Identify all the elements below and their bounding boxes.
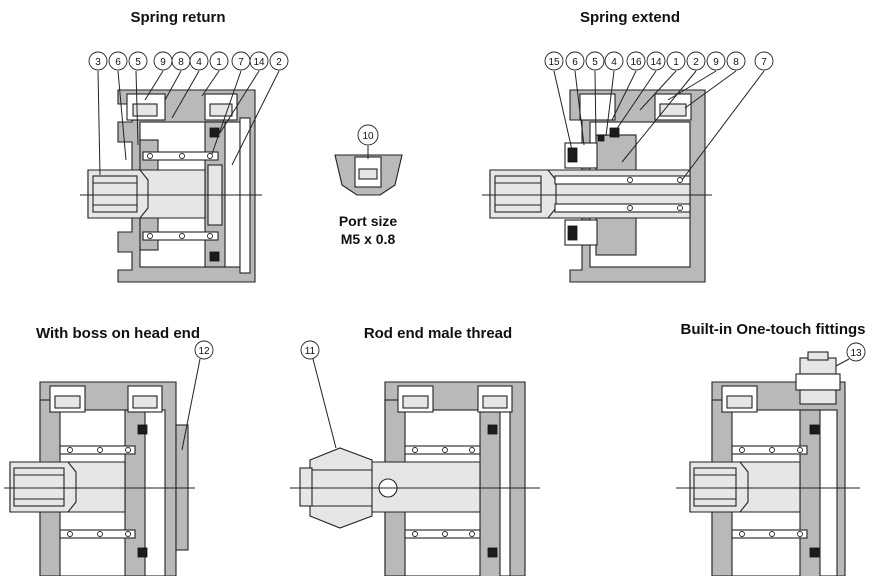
callout-sr-8: 8	[178, 57, 184, 68]
spring-extend-section	[482, 70, 765, 283]
callouts-spring-return: 3 6 5 9 8 4 1 7 14 2	[88, 51, 289, 71]
callout-se-2: 2	[693, 57, 699, 68]
port-size-value: M5 x 0.8	[341, 231, 396, 247]
title-boss-head-end: With boss on head end	[36, 325, 200, 342]
one-touch-fittings-section: 13	[676, 342, 866, 576]
callout-fitting-13: 13	[850, 348, 862, 359]
callout-se-14: 14	[650, 57, 662, 68]
callout-sr-4: 4	[196, 57, 202, 68]
callout-sr-6: 6	[115, 57, 121, 68]
port-size-label: Port size	[339, 213, 398, 229]
callout-se-1: 1	[673, 57, 679, 68]
callouts-spring-extend: 15 6 5 4 16 14 1 2 9 8 7	[544, 51, 774, 71]
port-detail: 10 Port size M5 x 0.8	[334, 124, 403, 247]
callout-sr-9: 9	[160, 57, 166, 68]
rod-end-male-thread-section: 11	[290, 340, 540, 576]
title-one-touch-fittings: Built-in One-touch fittings	[681, 321, 866, 338]
callout-se-9: 9	[713, 57, 719, 68]
callout-se-7: 7	[761, 57, 767, 68]
title-spring-return: Spring return	[130, 9, 225, 26]
title-spring-extend: Spring extend	[580, 9, 680, 26]
callout-sr-14: 14	[253, 57, 265, 68]
callout-port-10: 10	[362, 131, 374, 142]
callout-se-15: 15	[548, 57, 560, 68]
callout-se-4: 4	[611, 57, 617, 68]
callout-sr-7: 7	[238, 57, 244, 68]
callout-sr-2: 2	[276, 57, 282, 68]
callout-rod-end-11: 11	[305, 346, 316, 357]
callout-se-16: 16	[630, 57, 642, 68]
callout-se-6: 6	[572, 57, 578, 68]
callout-boss-12: 12	[198, 346, 210, 357]
callout-se-5: 5	[592, 57, 598, 68]
callout-sr-1: 1	[216, 57, 222, 68]
boss-head-end-section: 12	[4, 340, 214, 576]
callout-se-8: 8	[733, 57, 739, 68]
spring-return-section	[80, 70, 280, 283]
callout-sr-3: 3	[95, 57, 101, 68]
title-rod-end-male-thread: Rod end male thread	[364, 325, 512, 342]
callout-sr-5: 5	[135, 57, 141, 68]
